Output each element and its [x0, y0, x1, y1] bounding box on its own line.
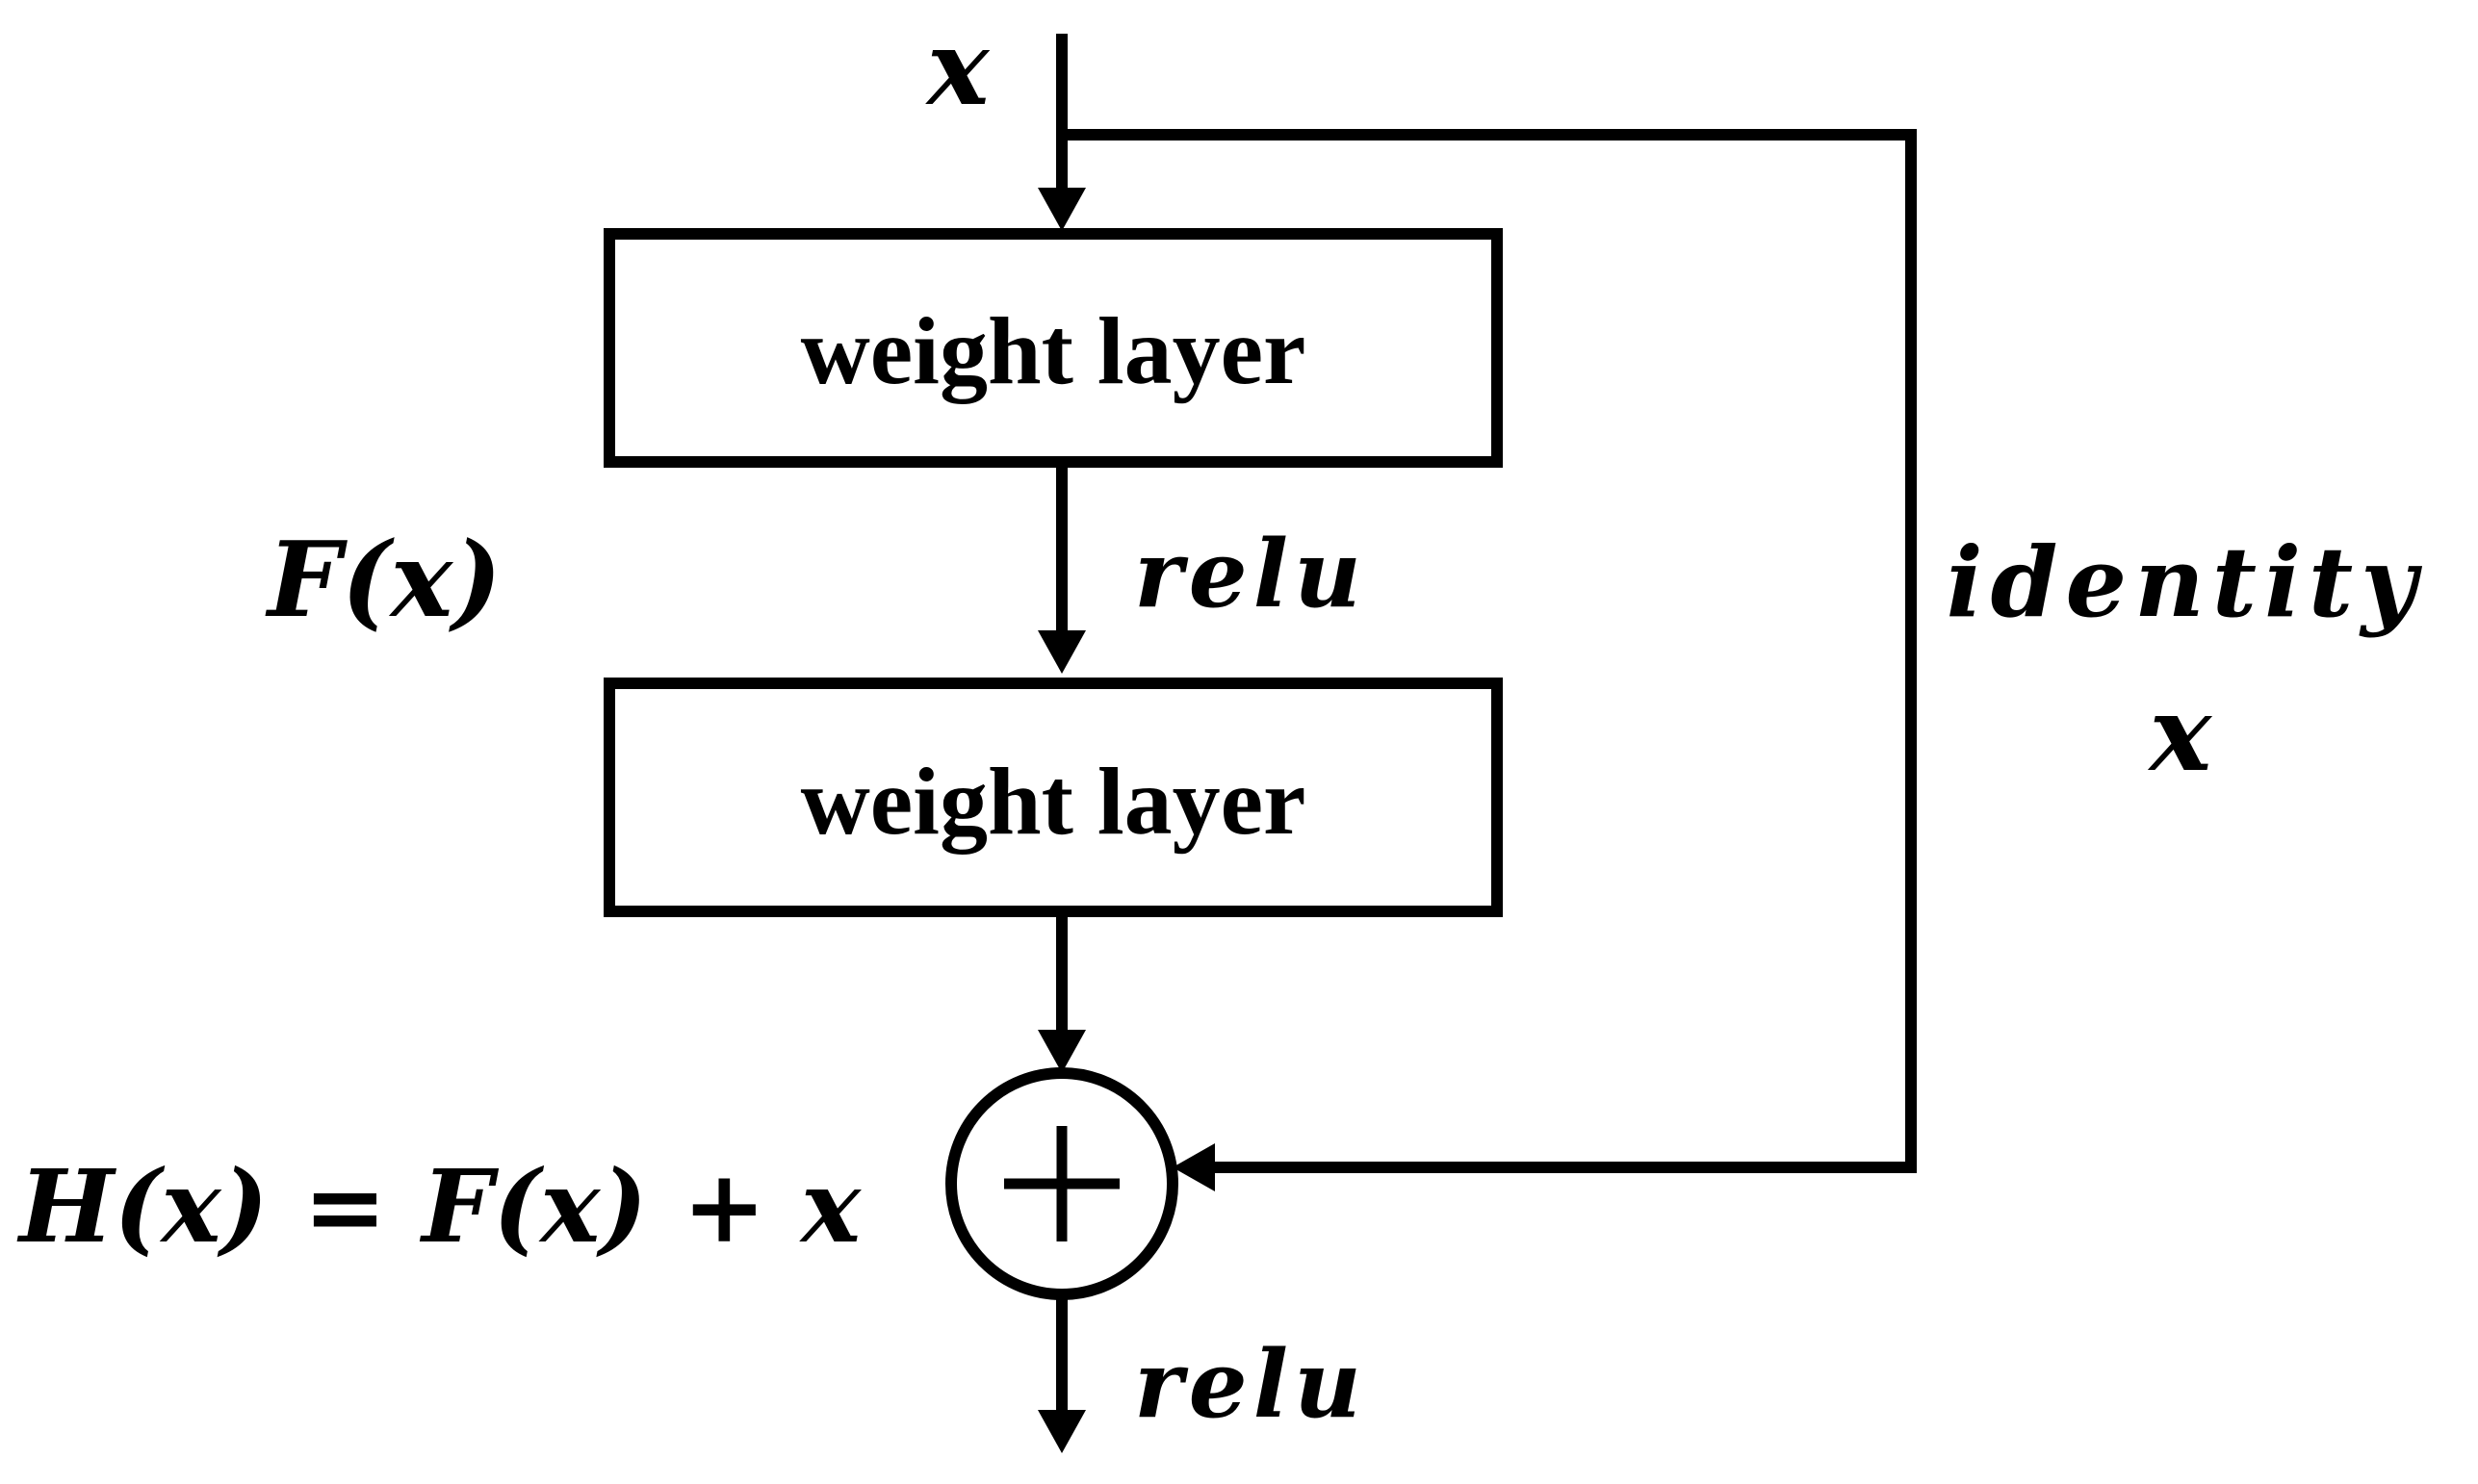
weight-layer-box-1 [604, 228, 1503, 468]
shortcut-label-x: x [2148, 674, 2213, 795]
relu-arrowhead-1 [1038, 630, 1086, 674]
sum-input-arrowhead [1038, 1030, 1086, 1073]
input-arrowhead [1038, 188, 1086, 231]
relu-label-2: relu [1134, 1330, 1367, 1439]
relu-label-1: relu [1134, 520, 1367, 628]
weight-layer-box-2 [604, 678, 1503, 917]
output-arrowhead [1038, 1410, 1086, 1453]
shortcut-label-identity: identity [1947, 525, 2425, 639]
sum-equation-label: H(x) = F(x) + x [16, 1147, 862, 1266]
shortcut-arrowhead [1173, 1143, 1215, 1191]
weight-layer-label-2: weight layer [801, 748, 1306, 855]
weight-layer-label-1: weight layer [801, 297, 1306, 404]
input-label: x [925, 8, 991, 129]
residual-function-label: F(x) [265, 520, 502, 641]
shortcut-path [1062, 129, 1917, 1173]
